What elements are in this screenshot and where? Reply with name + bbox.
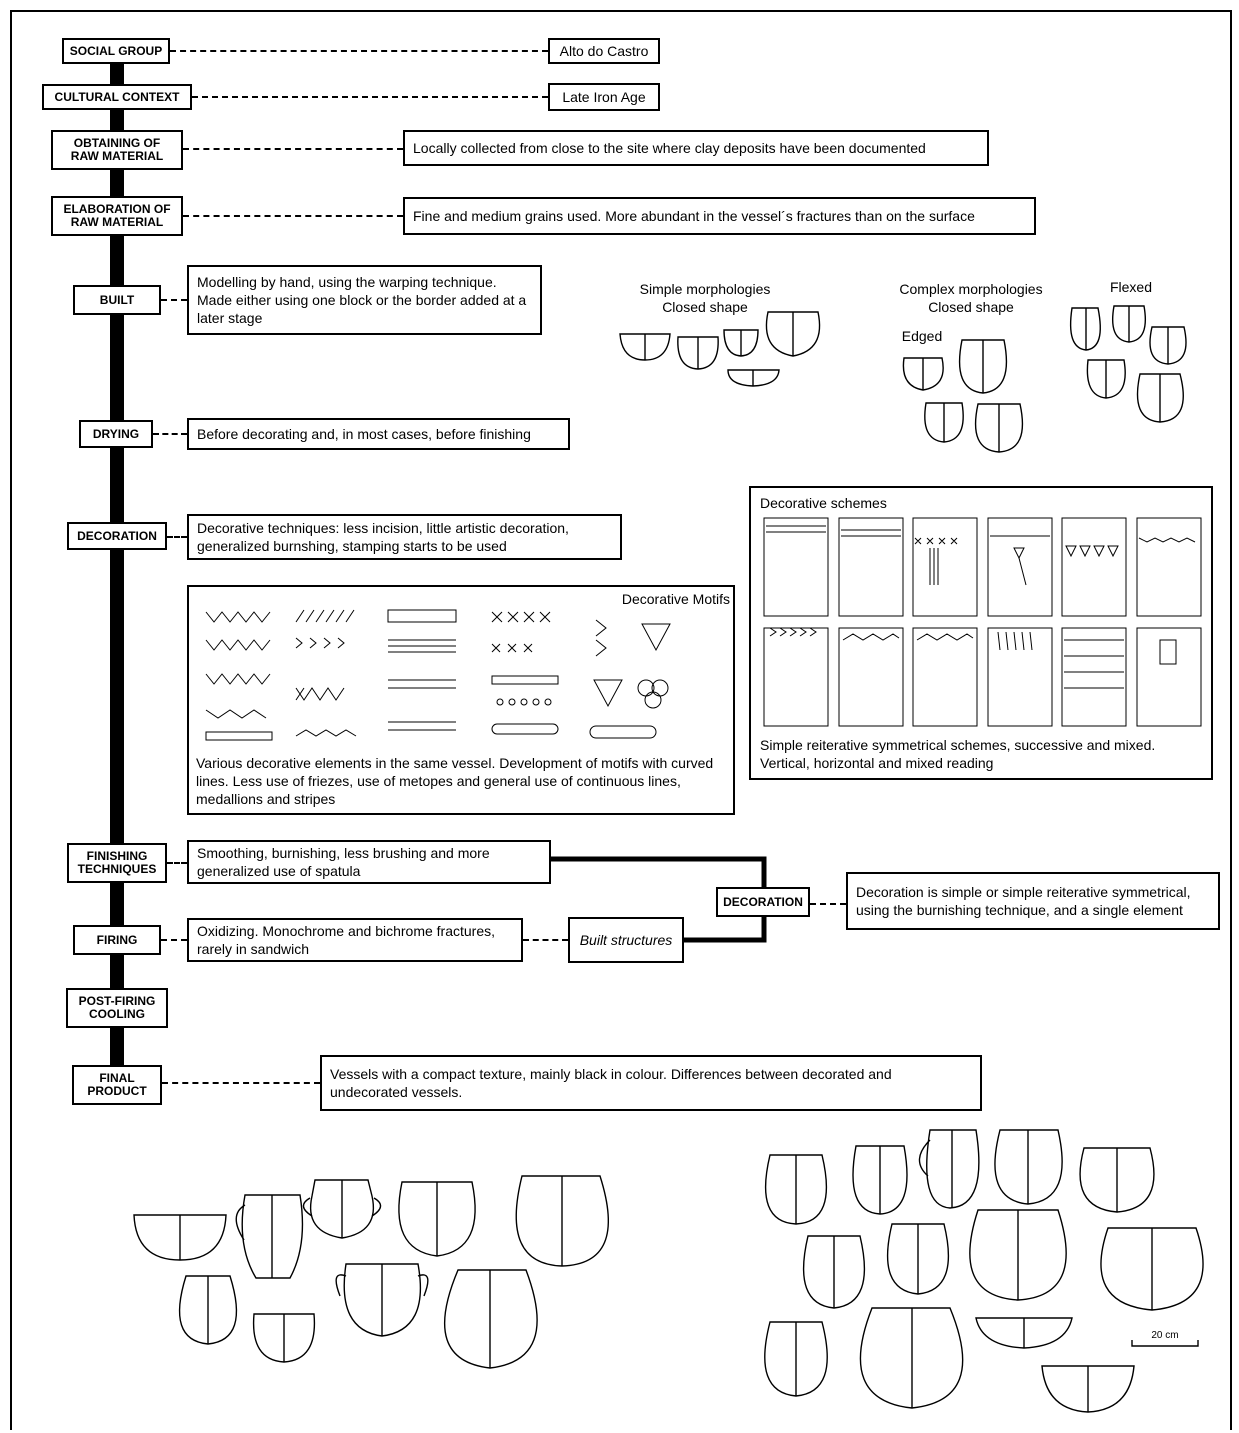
label-flexed: Flexed [1109, 279, 1153, 295]
label-complex-morphologies: Complex morphologies Closed shape [899, 281, 1043, 315]
connector-decoration [167, 536, 187, 538]
step-cultural-context: CULTURAL CONTEXT [42, 84, 192, 110]
connector-firing [161, 939, 187, 941]
step-drying: DRYING [79, 420, 153, 448]
decorative-motifs-title: Decorative Motifs [621, 591, 730, 607]
connector-obtaining [183, 148, 403, 150]
connector-side-decoration [810, 903, 846, 905]
desc-obtaining: Locally collected from close to the site… [403, 130, 989, 166]
step-finishing-techniques: FINISHING TECHNIQUES [67, 843, 167, 883]
label-simple-morphologies: Simple morphologies Closed shape [639, 281, 771, 315]
desc-built: Modelling by hand, using the warping tec… [187, 265, 542, 335]
connector-finishing [167, 862, 187, 864]
connector-built [161, 299, 187, 301]
step-elaboration-raw-material: ELABORATION OF RAW MATERIAL [51, 196, 183, 236]
desc-side-decoration: Decoration is simple or simple reiterati… [846, 872, 1220, 930]
step-decoration: DECORATION [67, 522, 167, 550]
desc-social-group: Alto do Castro [548, 38, 660, 64]
desc-final-product: Vessels with a compact texture, mainly b… [320, 1055, 982, 1111]
side-decoration-box: DECORATION [716, 887, 810, 917]
decorative-motifs-text: Various decorative elements in the same … [196, 755, 714, 807]
desc-decoration: Decorative techniques: less incision, li… [187, 514, 622, 560]
decorative-motifs-panel [187, 585, 735, 815]
desc-cultural-context: Late Iron Age [548, 83, 660, 111]
step-final-product: FINAL PRODUCT [72, 1065, 162, 1105]
label-edged: Edged [901, 328, 943, 344]
desc-finishing: Smoothing, burnishing, less brushing and… [187, 840, 551, 884]
step-obtaining-raw-material: OBTAINING OF RAW MATERIAL [51, 130, 183, 170]
connector-final-product [162, 1082, 320, 1084]
decorative-schemes-panel [749, 486, 1213, 780]
connector-elaboration [183, 215, 403, 217]
desc-drying: Before decorating and, in most cases, be… [187, 418, 570, 450]
decorative-schemes-title: Decorative schemes [760, 495, 887, 511]
connector-social-group [170, 50, 548, 52]
desc-firing: Oxidizing. Monochrome and bichrome fract… [187, 918, 523, 962]
step-social-group: SOCIAL GROUP [62, 38, 170, 64]
connector-cultural-context [192, 96, 548, 98]
desc-elaboration: Fine and medium grains used. More abunda… [403, 197, 1036, 235]
step-post-firing-cooling: POST-FIRING COOLING [66, 988, 168, 1028]
connector-drying [153, 433, 187, 435]
step-built: BUILT [73, 285, 161, 315]
decorative-schemes-text: Simple reiterative symmetrical schemes, … [760, 737, 1156, 771]
connector-firing-structures [523, 939, 568, 941]
step-firing: FIRING [73, 925, 161, 955]
figure-frame [10, 10, 1232, 1430]
scale-bar-label: 20 cm [1151, 1330, 1179, 1341]
built-structures-box: Built structures [568, 917, 684, 963]
